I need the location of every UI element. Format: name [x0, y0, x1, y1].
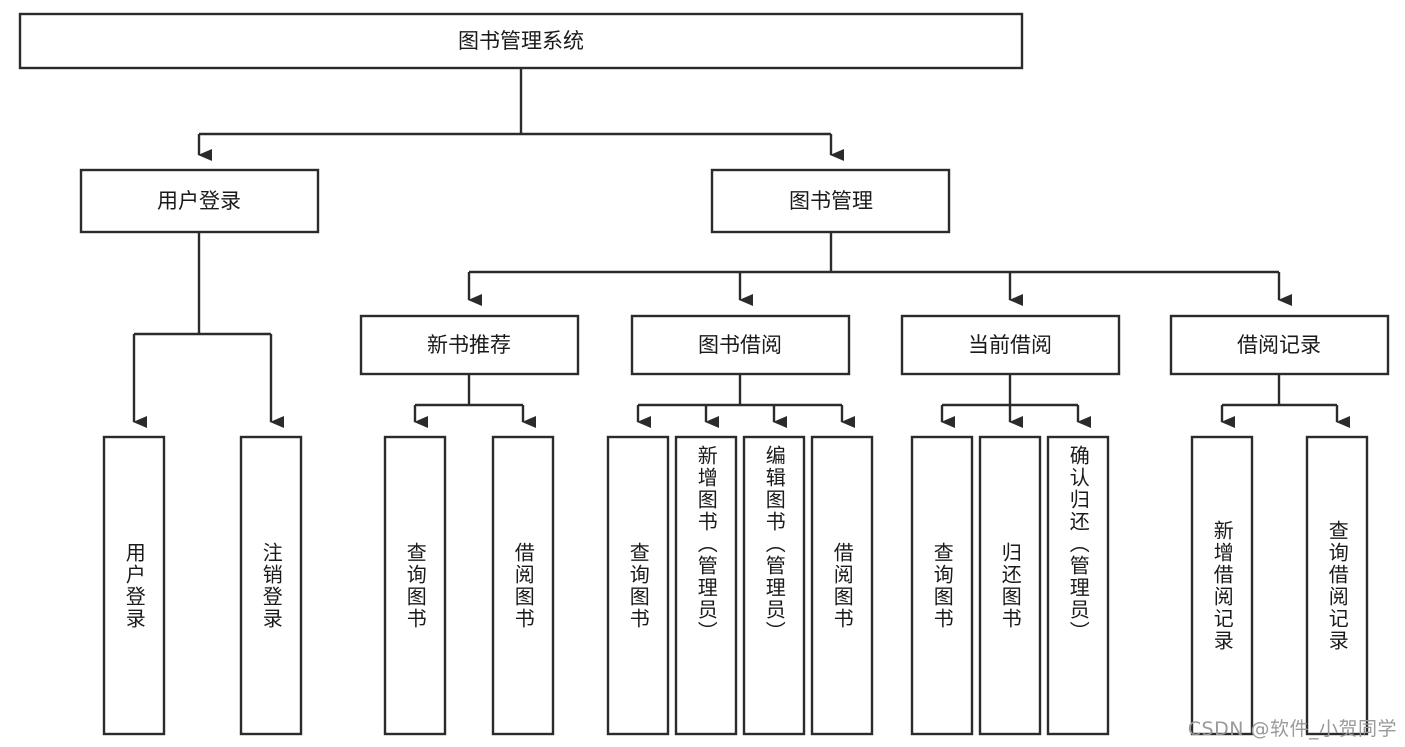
node-new-book-recommend-label: 新书推荐	[427, 333, 511, 357]
node-new-book-recommend-box[interactable]	[359, 314, 580, 376]
node-root-label: 图书管理系统	[458, 29, 584, 53]
connectors-borrow-record-to-leaves	[1220, 374, 1350, 428]
node-current-borrow-label: 当前借阅	[968, 333, 1052, 357]
connectors-user-login-to-leaves	[132, 232, 284, 428]
node-book-management[interactable]: 图书管理	[710, 168, 951, 234]
leaf-box-nbr-query-book[interactable]	[383, 435, 447, 736]
leaf-box-br-add-record[interactable]	[1190, 435, 1254, 736]
node-borrow-record-box[interactable]	[1169, 314, 1390, 376]
node-borrow-record-label: 借阅记录	[1237, 333, 1321, 357]
node-book-management-label: 图书管理	[789, 189, 873, 213]
leaf-box-cb-return-book[interactable]	[978, 435, 1042, 736]
node-user-login-label: 用户登录	[157, 189, 241, 213]
node-book-borrow-box[interactable]	[630, 314, 851, 376]
connectors-book-borrow-to-leaves	[636, 374, 855, 428]
connectors-book-mgmt-to-level3	[467, 232, 1292, 306]
node-user-login-box[interactable]	[79, 168, 320, 234]
watermark-label: CSDN @软件_小贺同学	[1187, 718, 1397, 740]
node-new-book-recommend[interactable]: 新书推荐	[359, 314, 580, 376]
leaf-box-bb-add-book[interactable]	[674, 435, 738, 736]
leaf-box-br-query-record[interactable]	[1305, 435, 1369, 736]
node-book-borrow[interactable]: 图书借阅	[630, 314, 851, 376]
leaf-boxes	[102, 435, 1369, 736]
node-root-box[interactable]	[18, 12, 1024, 70]
connectors-root-to-level2	[197, 68, 844, 161]
leaf-box-nbr-borrow-book[interactable]	[491, 435, 555, 736]
node-user-login[interactable]: 用户登录	[79, 168, 320, 234]
leaf-box-user-login[interactable]	[102, 435, 166, 736]
leaf-box-logout[interactable]	[239, 435, 303, 736]
leaf-box-cb-confirm-return[interactable]	[1046, 435, 1110, 736]
leaf-box-bb-borrow-book[interactable]	[810, 435, 874, 736]
node-current-borrow-box[interactable]	[900, 314, 1121, 376]
leaf-box-bb-query-book[interactable]	[606, 435, 670, 736]
node-book-management-box[interactable]	[710, 168, 951, 234]
node-current-borrow[interactable]: 当前借阅	[900, 314, 1121, 376]
node-root[interactable]: 图书管理系统	[18, 12, 1024, 70]
node-book-borrow-label: 图书借阅	[698, 333, 782, 357]
leaf-box-cb-query-book[interactable]	[910, 435, 974, 736]
node-borrow-record[interactable]: 借阅记录	[1169, 314, 1390, 376]
connectors-current-borrow-to-leaves	[940, 374, 1091, 428]
connectors-new-book-recommend-to-leaves	[413, 374, 536, 428]
leaf-box-bb-edit-book[interactable]	[742, 435, 806, 736]
